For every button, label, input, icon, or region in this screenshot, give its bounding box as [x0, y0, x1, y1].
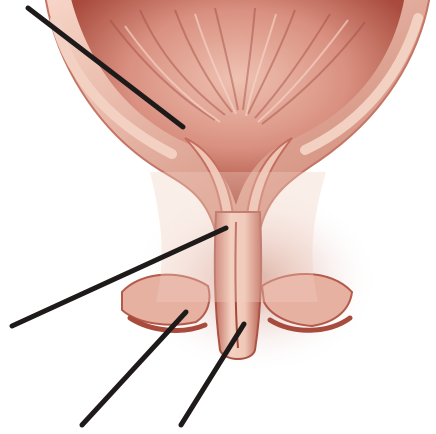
surrounding-tissue	[150, 172, 326, 302]
leader-line-3	[82, 312, 186, 425]
